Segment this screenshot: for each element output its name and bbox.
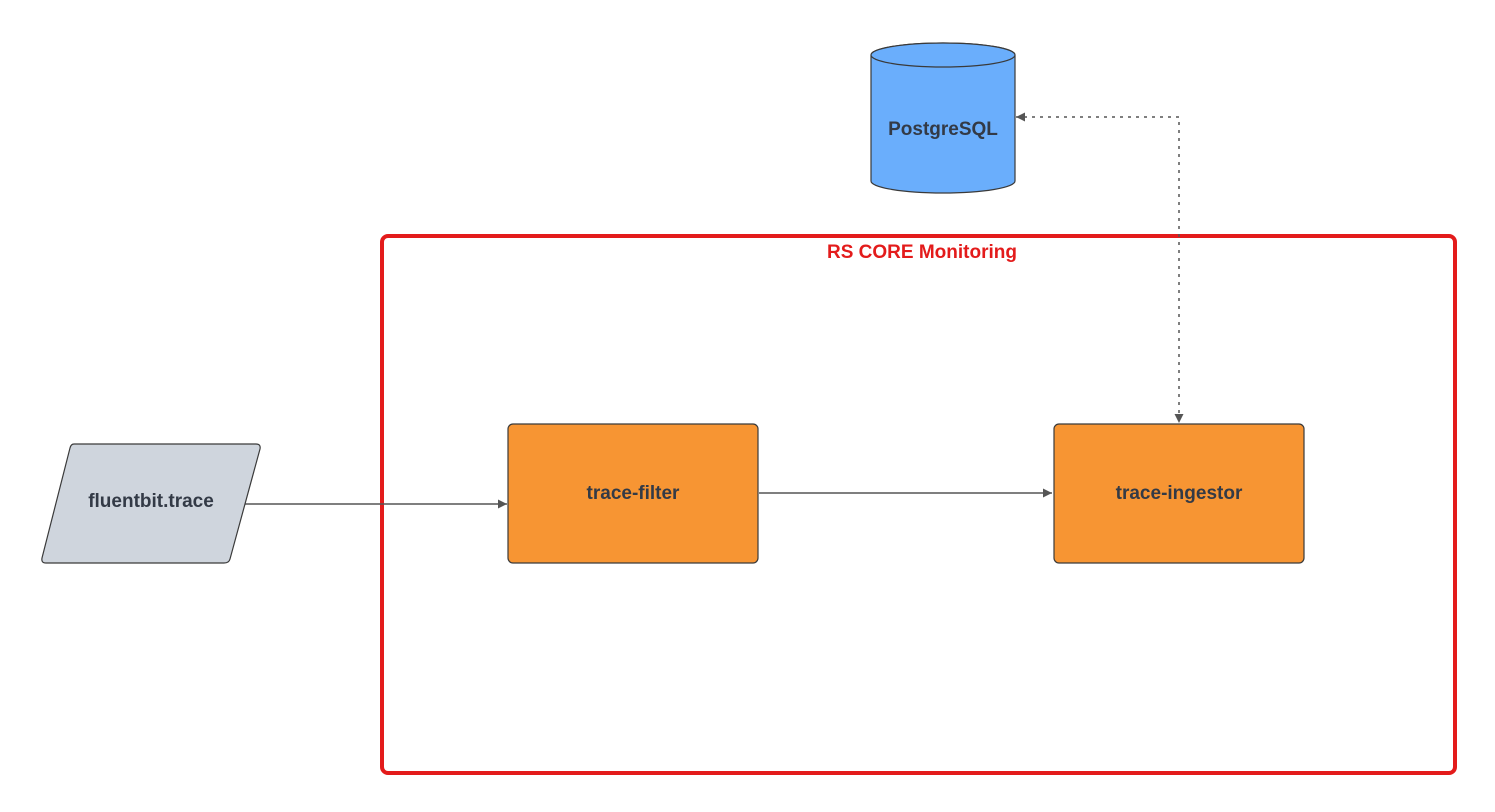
- group-label: RS CORE Monitoring: [827, 242, 1017, 263]
- edges: [245, 112, 1184, 509]
- input-shape: [41, 443, 261, 564]
- node-trace-ingestor[interactable]: trace-ingestor: [1053, 423, 1305, 564]
- trace-ingestor-label: trace-ingestor: [1116, 483, 1243, 504]
- trace-filter-box: [507, 423, 759, 564]
- node-postgresql[interactable]: PostgreSQL: [870, 42, 1016, 194]
- trace-filter-label: trace-filter: [587, 483, 681, 504]
- fluentbit-trace-label: fluentbit.trace: [88, 491, 214, 512]
- trace-ingestor-box: [1053, 423, 1305, 564]
- node-trace-filter[interactable]: trace-filter: [507, 423, 759, 564]
- postgresql-label: PostgreSQL: [888, 119, 998, 140]
- edge-ingestor-database[interactable]: [1016, 112, 1184, 423]
- node-fluentbit-trace[interactable]: fluentbit.trace: [41, 443, 261, 564]
- database-top: [870, 42, 1016, 68]
